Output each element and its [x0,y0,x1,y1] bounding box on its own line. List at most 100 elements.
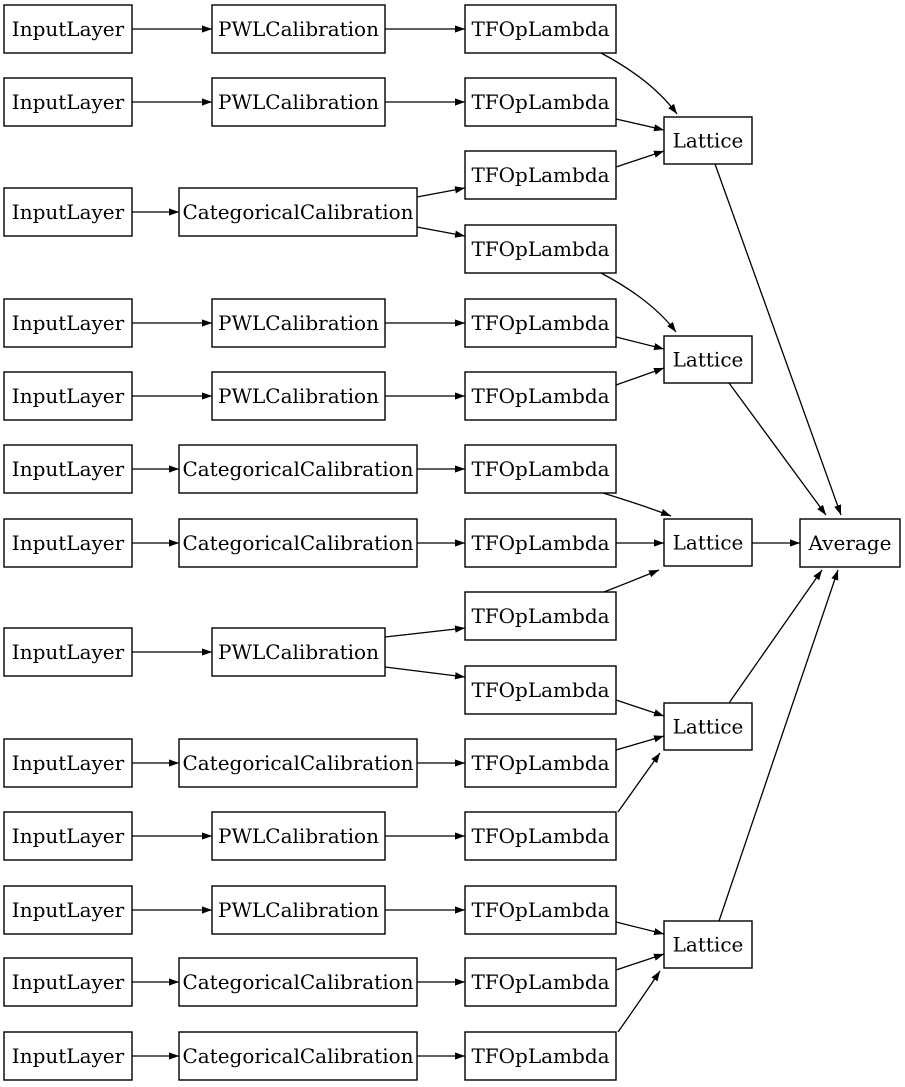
node-c11: PWLCalibration [211,885,386,935]
edge-t1-lat1 [600,52,678,115]
node-il1-box [3,4,133,54]
node-t10-label: TFOpLambda [471,678,609,702]
node-il5: InputLayer [3,371,133,421]
node-t12-box [464,811,617,861]
node-il4: InputLayer [3,298,133,348]
edge-c8-t10 [384,666,466,680]
node-il8: InputLayer [3,627,133,677]
node-il4-label: InputLayer [12,311,125,335]
node-t9-label: TFOpLambda [471,604,609,628]
node-il13-label: InputLayer [12,1044,125,1068]
node-il2: InputLayer [3,77,133,127]
node-c5-box [211,371,386,421]
node-c13-label: CategoricalCalibration [182,1044,413,1068]
node-il9-box [3,738,133,788]
node-il6: InputLayer [3,444,133,494]
node-lat4: Lattice [663,702,753,751]
node-t2: TFOpLambda [464,77,617,127]
node-lat4-label: Lattice [673,715,744,739]
node-c2-box [211,77,386,127]
node-c11-label: PWLCalibration [218,898,379,922]
node-lat3: Lattice [663,518,753,567]
node-c12-label: CategoricalCalibration [182,970,413,994]
edge-c3-t3 [416,186,466,198]
node-c4-label: PWLCalibration [218,311,379,335]
edge-c8-t9 [384,625,466,638]
node-il7: InputLayer [3,518,133,568]
node-c12: CategoricalCalibration [178,957,418,1007]
node-c3: CategoricalCalibration [178,187,418,237]
node-il10-box [3,811,133,861]
node-c8-label: PWLCalibration [218,640,379,664]
node-c10-label: PWLCalibration [218,824,379,848]
node-lat1: Lattice [663,116,753,165]
node-t10-box [464,665,617,715]
node-t7: TFOpLambda [464,444,617,494]
node-c1-label: PWLCalibration [218,17,379,41]
node-c4: PWLCalibration [211,298,386,348]
node-lat2-box [663,335,753,384]
node-il5-label: InputLayer [12,384,125,408]
node-c12-box [178,957,418,1007]
edge-t11-lat4 [615,735,665,751]
node-t8-box [464,518,617,568]
edge-t14-lat5 [615,953,665,971]
node-t6-box [464,371,617,421]
node-c13: CategoricalCalibration [178,1031,418,1081]
node-il3-label: InputLayer [12,200,125,224]
node-il11-box [3,885,133,935]
node-t11-label: TFOpLambda [471,751,609,775]
node-t4-box [464,224,617,274]
node-c10: PWLCalibration [211,811,386,861]
node-il2-label: InputLayer [12,90,125,114]
node-il12-label: InputLayer [12,970,125,994]
node-t1-box [464,4,617,54]
node-t2-label: TFOpLambda [471,90,609,114]
node-lat2: Lattice [663,335,753,384]
edge-t9-lat3 [603,569,660,593]
node-lat1-label: Lattice [673,129,744,153]
node-t14: TFOpLambda [464,957,617,1007]
edge-t7-lat3 [602,492,672,517]
node-c3-label: CategoricalCalibration [182,200,413,224]
node-t15-label: TFOpLambda [471,1044,609,1068]
node-il11: InputLayer [3,885,133,935]
node-lat1-box [663,116,753,165]
node-il8-label: InputLayer [12,640,125,664]
node-c2: PWLCalibration [211,77,386,127]
node-lat2-label: Lattice [673,348,744,372]
node-il1: InputLayer [3,4,133,54]
node-t13-box [464,885,617,935]
node-t13-label: TFOpLambda [471,898,609,922]
node-c5-label: PWLCalibration [218,384,379,408]
node-lat3-box [663,518,753,567]
node-il6-box [3,444,133,494]
node-il7-label: InputLayer [12,531,125,555]
node-t12-label: TFOpLambda [471,824,609,848]
node-il3: InputLayer [3,187,133,237]
node-c6-box [178,444,418,494]
node-t1-label: TFOpLambda [471,17,609,41]
node-il10-label: InputLayer [12,824,125,848]
node-c7: CategoricalCalibration [178,518,418,568]
node-il13-box [3,1031,133,1081]
node-lat4-box [663,702,753,751]
node-il1-label: InputLayer [12,17,125,41]
node-il10: InputLayer [3,811,133,861]
node-lat5: Lattice [663,920,753,969]
edge-t12-lat4 [617,752,661,813]
node-t9-box [464,591,617,641]
node-t10: TFOpLambda [464,665,617,715]
node-t13: TFOpLambda [464,885,617,935]
node-t15-box [464,1031,617,1081]
node-c10-box [211,811,386,861]
node-c6-label: CategoricalCalibration [182,457,413,481]
node-c13-box [178,1031,418,1081]
node-t9: TFOpLambda [464,591,617,641]
edge-t6-lat2 [615,367,665,386]
edge-t5-lat2 [615,336,665,351]
node-avg-box [799,518,901,568]
node-t2-box [464,77,617,127]
